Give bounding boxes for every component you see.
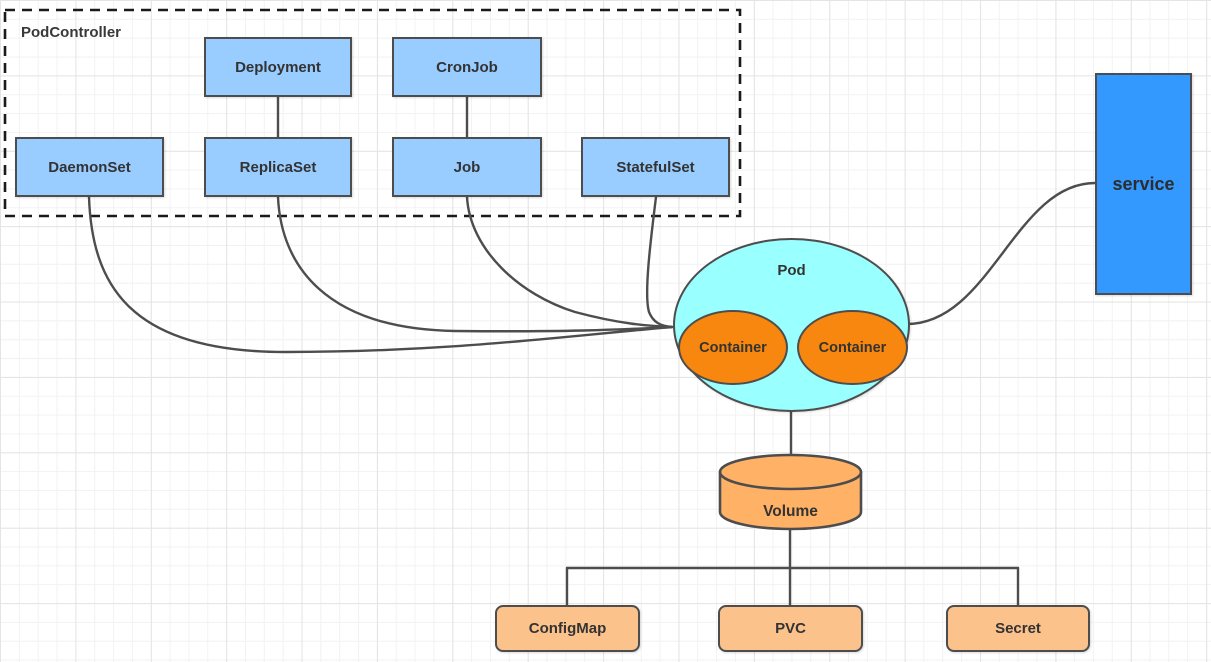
node-container-right[interactable]: Container bbox=[797, 310, 908, 385]
pod-controller-label: PodController bbox=[21, 24, 121, 41]
node-pvc-label: PVC bbox=[775, 620, 806, 637]
node-deployment-label: Deployment bbox=[235, 58, 321, 76]
node-replicaset-label: ReplicaSet bbox=[239, 158, 317, 176]
volume-cylinder[interactable] bbox=[718, 453, 863, 531]
node-statefulset-label: StatefulSet bbox=[616, 158, 695, 176]
node-pvc[interactable]: PVC bbox=[718, 605, 863, 652]
node-daemonset[interactable]: DaemonSet bbox=[15, 137, 164, 197]
node-volume-label: Volume bbox=[720, 498, 861, 526]
edge-pod-service bbox=[904, 181, 1097, 326]
node-container-left-label: Container bbox=[699, 339, 767, 356]
volume-text: Volume bbox=[763, 503, 818, 520]
pod-controller-group-border[interactable] bbox=[3, 8, 742, 218]
node-cronjob[interactable]: CronJob bbox=[392, 37, 542, 97]
node-replicaset[interactable]: ReplicaSet bbox=[204, 137, 352, 197]
node-service-label: service bbox=[1112, 173, 1175, 194]
node-service[interactable]: service bbox=[1095, 73, 1192, 295]
volume-cylinder-lip bbox=[718, 470, 863, 491]
edge-job-pod bbox=[465, 195, 674, 329]
edge-replicaset-pod bbox=[276, 195, 674, 333]
node-job[interactable]: Job bbox=[392, 137, 542, 197]
node-deployment[interactable]: Deployment bbox=[204, 37, 352, 97]
node-statefulset[interactable]: StatefulSet bbox=[581, 137, 730, 197]
node-job-label: Job bbox=[453, 158, 481, 176]
node-container-right-label: Container bbox=[818, 339, 887, 356]
node-secret[interactable]: Secret bbox=[946, 605, 1090, 652]
node-container-left[interactable]: Container bbox=[678, 310, 788, 385]
node-configmap-label: ConfigMap bbox=[528, 620, 607, 637]
node-cronjob-label: CronJob bbox=[436, 58, 498, 76]
node-pod-label: Pod bbox=[777, 262, 806, 279]
edge-daemonset-pod bbox=[87, 195, 674, 354]
node-secret-label: Secret bbox=[995, 620, 1041, 637]
node-configmap[interactable]: ConfigMap bbox=[495, 605, 640, 652]
edge-statefulset-pod bbox=[645, 195, 674, 329]
node-daemonset-label: DaemonSet bbox=[48, 158, 131, 176]
